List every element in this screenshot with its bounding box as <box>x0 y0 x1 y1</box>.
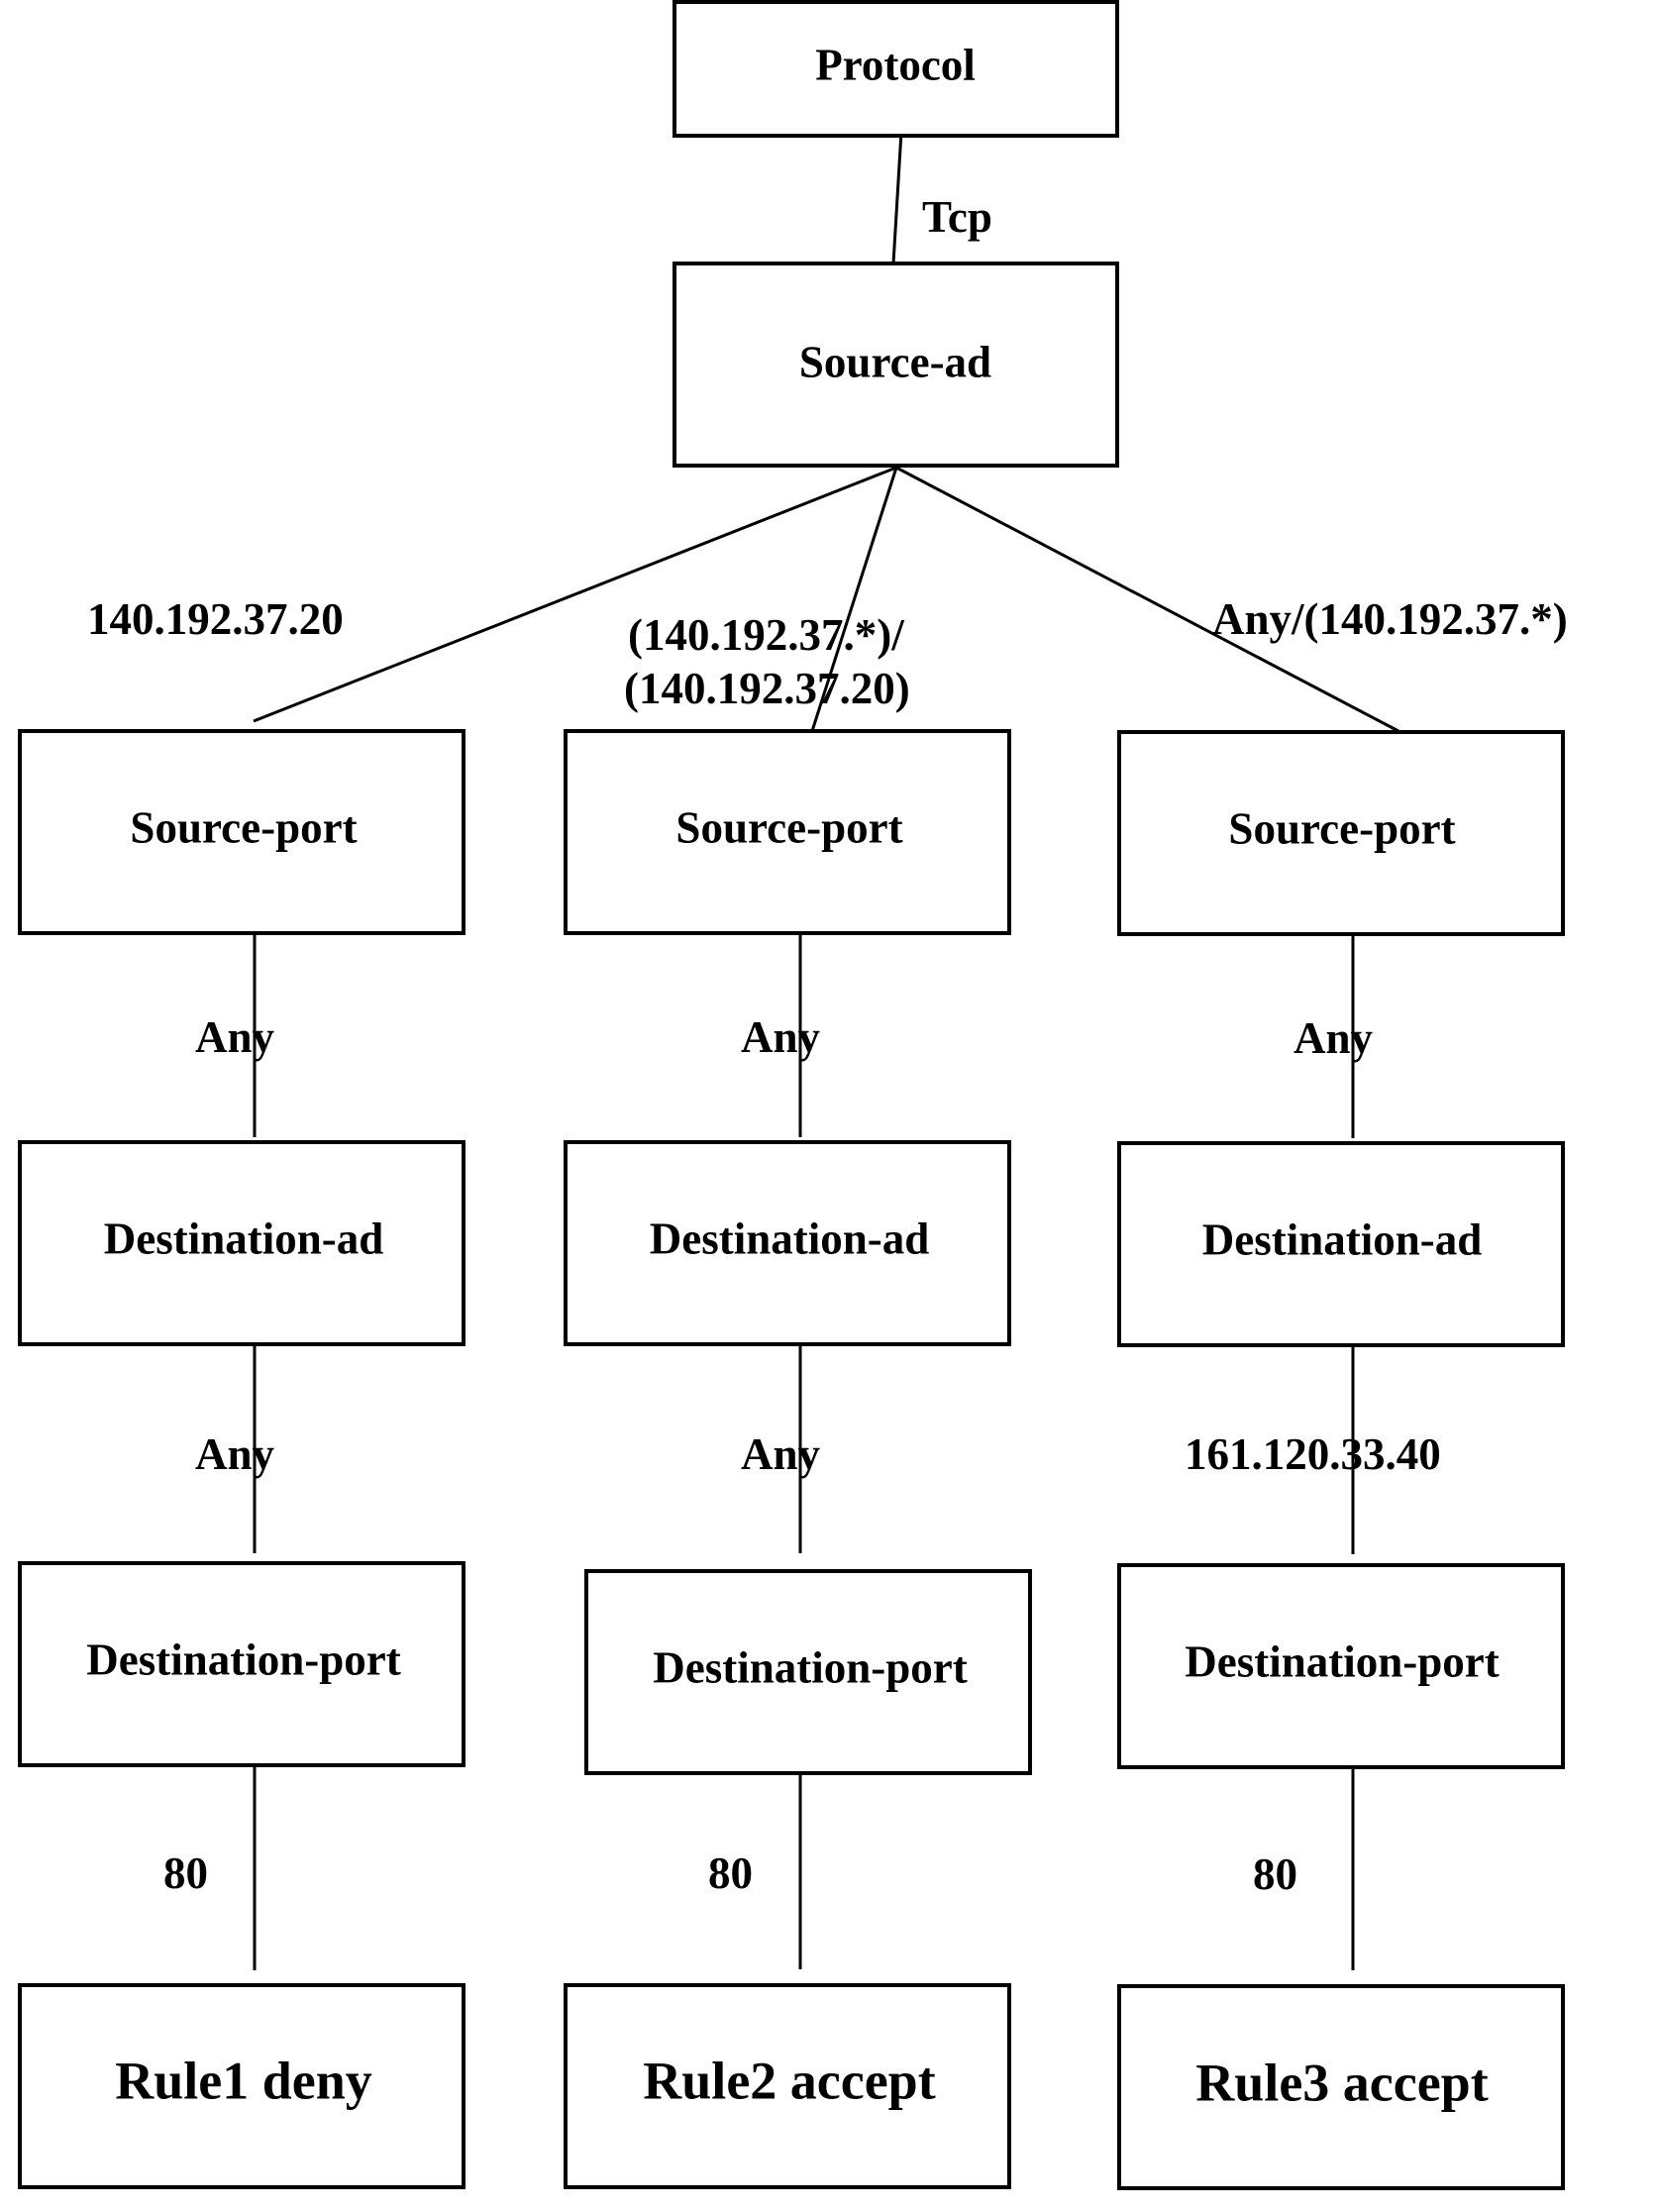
rule-label-3: Rule3 accept <box>1195 2053 1488 2112</box>
destination-port-label-2: Destination-port <box>653 1642 967 1692</box>
edge-label-tcp: Tcp <box>922 192 992 242</box>
destination-ad-node-2: Destination-ad <box>564 1140 1011 1346</box>
source-port-label-2: Source-port <box>675 802 902 852</box>
source-port-node-1: Source-port <box>18 729 466 935</box>
edge-label-dest-ip-3: 161.120.33.40 <box>1185 1429 1441 1479</box>
destination-ad-label-2: Destination-ad <box>650 1213 930 1263</box>
edge-labels: Tcp 140.192.37.20 (140.192.37.*)/ (140.1… <box>87 192 1568 1899</box>
destination-ad-label-1: Destination-ad <box>104 1213 384 1263</box>
destination-port-node-2: Destination-port <box>584 1569 1032 1775</box>
edge-label-dest-any-1: Any <box>195 1429 275 1479</box>
edge-label-port-80-2: 80 <box>708 1848 753 1898</box>
edge-label-any-2: Any <box>741 1012 821 1062</box>
edge-protocol-source-ad <box>891 131 903 264</box>
edge-label-any-1: Any <box>195 1012 275 1062</box>
edge-source-ad-source-port-3 <box>895 466 1399 733</box>
edge-source-ad-source-port-2 <box>810 467 898 732</box>
rule-node-3: Rule3 accept <box>1117 1984 1565 2190</box>
edge-label-source-ip-1: 140.192.37.20 <box>87 594 344 644</box>
protocol-node: Protocol <box>673 0 1119 138</box>
source-port-label-1: Source-port <box>130 802 357 852</box>
protocol-label: Protocol <box>815 40 976 89</box>
rule-node-2: Rule2 accept <box>564 1983 1011 2189</box>
source-port-node-3: Source-port <box>1117 730 1565 936</box>
destination-ad-node-3: Destination-ad <box>1117 1141 1565 1347</box>
edge-label-port-80-3: 80 <box>1253 1849 1297 1899</box>
destination-port-label-1: Destination-port <box>86 1634 400 1684</box>
edge-label-source-ip-3: Any/(140.192.37.*) <box>1212 594 1568 644</box>
source-ad-label: Source-ad <box>799 337 991 386</box>
edge-label-any-3: Any <box>1294 1013 1374 1063</box>
destination-port-node-1: Destination-port <box>18 1561 466 1767</box>
edge-label-dest-any-2: Any <box>741 1429 821 1479</box>
edge-label-port-80-1: 80 <box>163 1848 208 1898</box>
source-ad-node: Source-ad <box>673 262 1119 468</box>
edge-label-source-ip-2a: (140.192.37.*)/ <box>628 610 904 660</box>
edge-source-ad-source-port-1 <box>253 466 897 723</box>
destination-ad-label-3: Destination-ad <box>1202 1214 1483 1264</box>
destination-port-node-3: Destination-port <box>1117 1563 1565 1769</box>
rule-label-1: Rule1 deny <box>115 2051 372 2110</box>
rule-node-1: Rule1 deny <box>18 1983 466 2189</box>
edge-label-source-ip-2b: (140.192.37.20) <box>624 664 910 713</box>
source-port-node-2: Source-port <box>564 729 1011 935</box>
destination-port-label-3: Destination-port <box>1185 1636 1499 1686</box>
source-port-label-3: Source-port <box>1228 803 1455 853</box>
destination-ad-node-1: Destination-ad <box>18 1140 466 1346</box>
edges <box>253 131 1399 1970</box>
rule-label-2: Rule2 accept <box>643 2051 935 2110</box>
